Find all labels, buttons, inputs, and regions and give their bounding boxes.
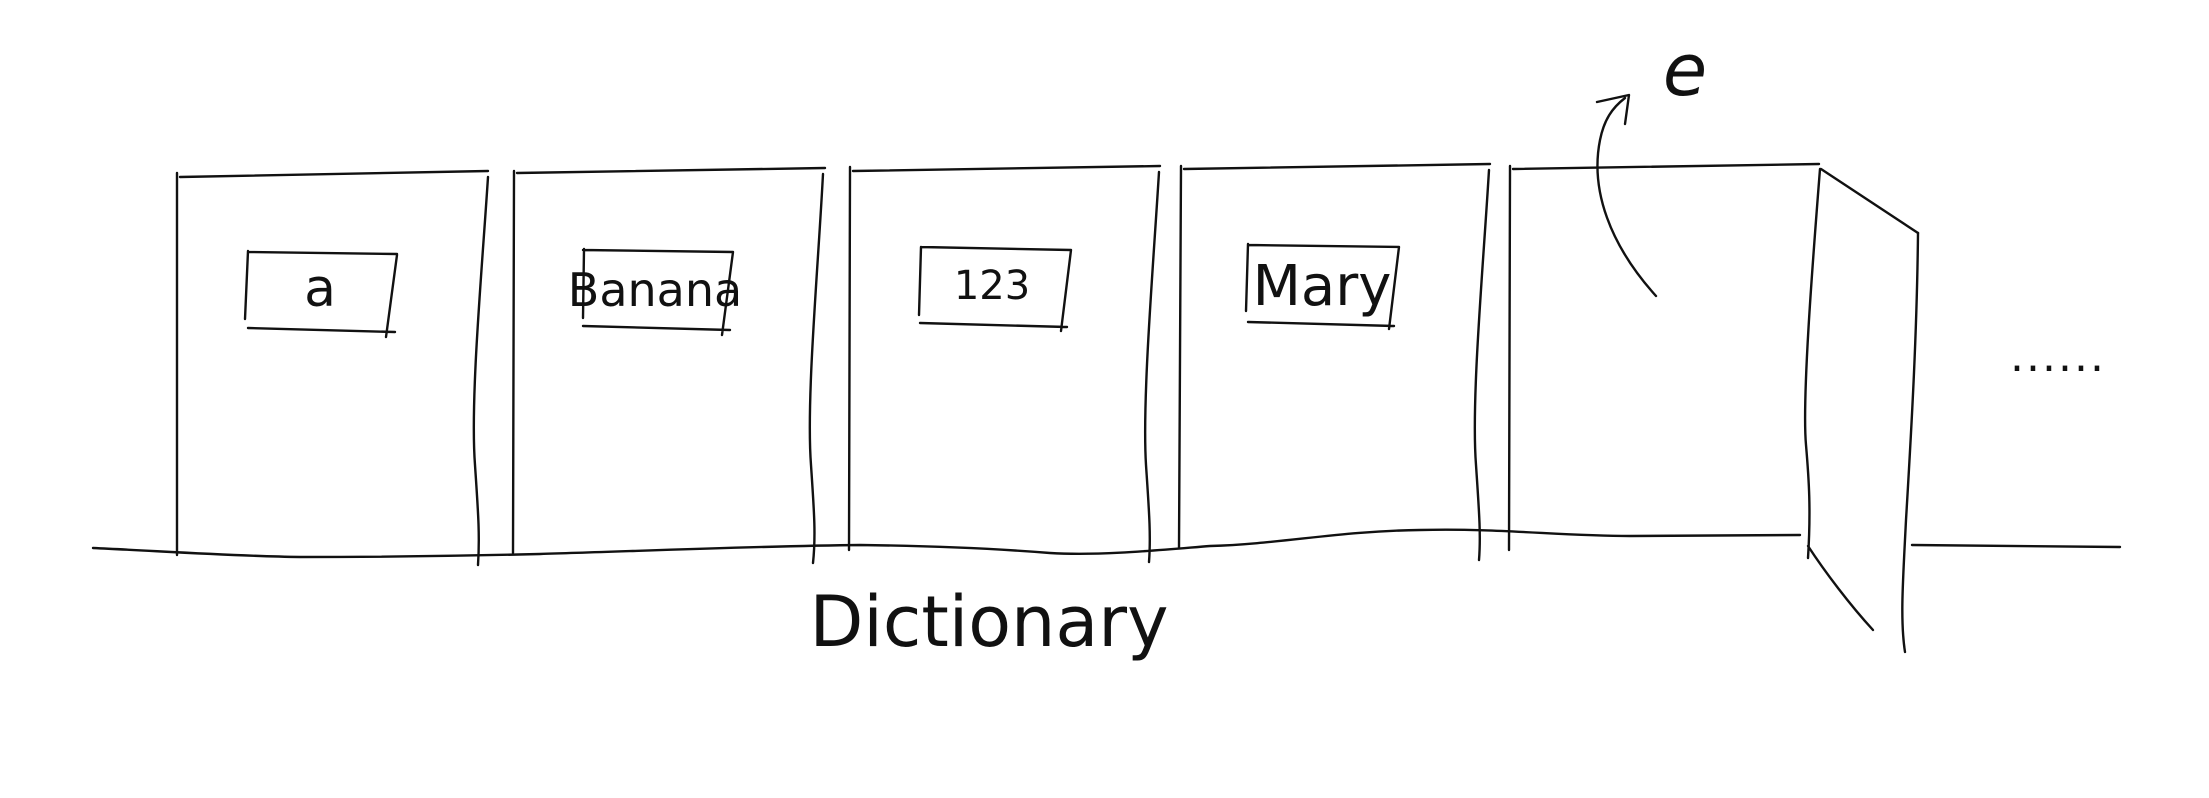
slot-label-1: a bbox=[304, 259, 336, 319]
label-frame-3 bbox=[917, 245, 1073, 333]
label-frame-1 bbox=[243, 249, 399, 339]
slot-5-right-edge bbox=[1803, 167, 1822, 560]
label-frame-4 bbox=[1244, 242, 1401, 331]
dictionary-slot-2: Banana bbox=[511, 166, 827, 565]
insert-arrow bbox=[1595, 93, 1658, 298]
dictionary-slot-1: a bbox=[175, 169, 490, 567]
annotation-letter: e bbox=[1663, 28, 1707, 112]
shelf-baseline bbox=[91, 528, 1802, 559]
slot-label-3: 123 bbox=[954, 263, 1030, 309]
dictionary-slot-5-open bbox=[1507, 162, 1920, 654]
arrow-head bbox=[1595, 93, 1631, 126]
dictionary-slot-4: Mary bbox=[1177, 162, 1492, 562]
diagram-caption: Dictionary bbox=[809, 581, 1168, 663]
open-door bbox=[1819, 167, 1920, 235]
dictionary-slot-3: 123 bbox=[847, 164, 1162, 564]
continuation-dots: ...... bbox=[2010, 331, 2106, 382]
shelf-baseline-right bbox=[1910, 543, 2122, 549]
label-frame-2 bbox=[581, 247, 735, 337]
slot-label-4: Mary bbox=[1253, 254, 1392, 319]
slot-label-2: Banana bbox=[568, 263, 742, 317]
